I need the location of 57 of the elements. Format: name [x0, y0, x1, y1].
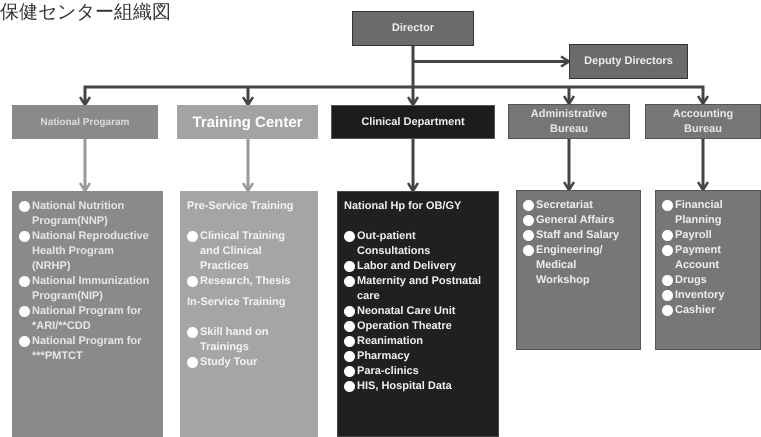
list-item: Research, Thesis [187, 274, 307, 289]
section-heading: In-Service Training [187, 295, 286, 310]
list-item: Neonatal Care Unit [344, 304, 488, 319]
box-label: Accounting Bureau [672, 106, 734, 136]
box-label: Director [392, 21, 434, 36]
list-item: Financial Planning [662, 198, 750, 228]
department-box [12, 105, 158, 139]
connector-arrow [406, 139, 420, 192]
list-item: Clinical Training and Clinical Practices [187, 229, 307, 274]
list-item: National Immunization Program(NIP) [19, 274, 152, 304]
list-item: Staff and Salary [523, 228, 630, 243]
list-item: Out-patient Consultations [344, 229, 488, 259]
department-box [508, 104, 630, 139]
list-item: Reanimation [344, 334, 488, 349]
section-heading: Pre-Service Training [187, 199, 294, 214]
diagram-title: 保健センター組織図 [0, 0, 171, 24]
list-item: Operation Theatre [344, 319, 488, 334]
box-label: Training Center [192, 114, 303, 130]
list-item: National Program for *ARI/**CDD [19, 304, 152, 334]
unit-list-panel [655, 190, 761, 350]
section-heading: National Hp for OB/GY [344, 199, 462, 214]
list-item: Payroll [662, 228, 750, 243]
list-item: National Reproductive Health Program (NRHP) [19, 229, 152, 274]
list-item: National Nutrition Program(NNP) [19, 199, 152, 229]
unit-list-panel [516, 190, 641, 350]
connector-arrow [696, 139, 710, 192]
list-item: Maternity and Postnatal care [344, 274, 488, 304]
connector-arrow [242, 139, 254, 192]
box-label: National Progaram [40, 116, 130, 130]
list-item: Payment Account [662, 243, 750, 273]
list-item: Drugs [662, 273, 750, 288]
box-label: Deputy Directors [584, 54, 673, 69]
list-item: HIS, Hospital Data [344, 379, 488, 394]
department-box [177, 105, 318, 139]
list-item: Secretariat [523, 198, 630, 213]
unit-list-panel [12, 191, 163, 437]
connector-arrow [78, 139, 92, 192]
connector-arrow [562, 139, 576, 192]
list-item: Labor and Delivery [344, 259, 488, 274]
list-item: Inventory [662, 288, 750, 303]
list-item: Study Tour [187, 355, 307, 370]
list-item: Engineering/ Medical Workshop [523, 243, 630, 288]
list-item: General Affairs [523, 213, 630, 228]
unit-list-panel [180, 191, 318, 437]
director-box [352, 11, 474, 46]
department-box [645, 104, 761, 139]
connector-arrow [412, 46, 710, 106]
list-item: Pharmacy [344, 349, 488, 364]
list-item: National Program for ***PMTCT [19, 334, 152, 364]
list-item: Skill hand on Trainings [187, 325, 307, 355]
box-label: Administrative Bureau [530, 106, 608, 136]
unit-list-panel [337, 191, 499, 437]
box-label: Clinical Department [361, 114, 465, 130]
list-item: Para-clinics [344, 364, 488, 379]
list-item: Cashier [662, 303, 750, 318]
department-box [331, 105, 495, 139]
deputy-box [569, 44, 688, 79]
